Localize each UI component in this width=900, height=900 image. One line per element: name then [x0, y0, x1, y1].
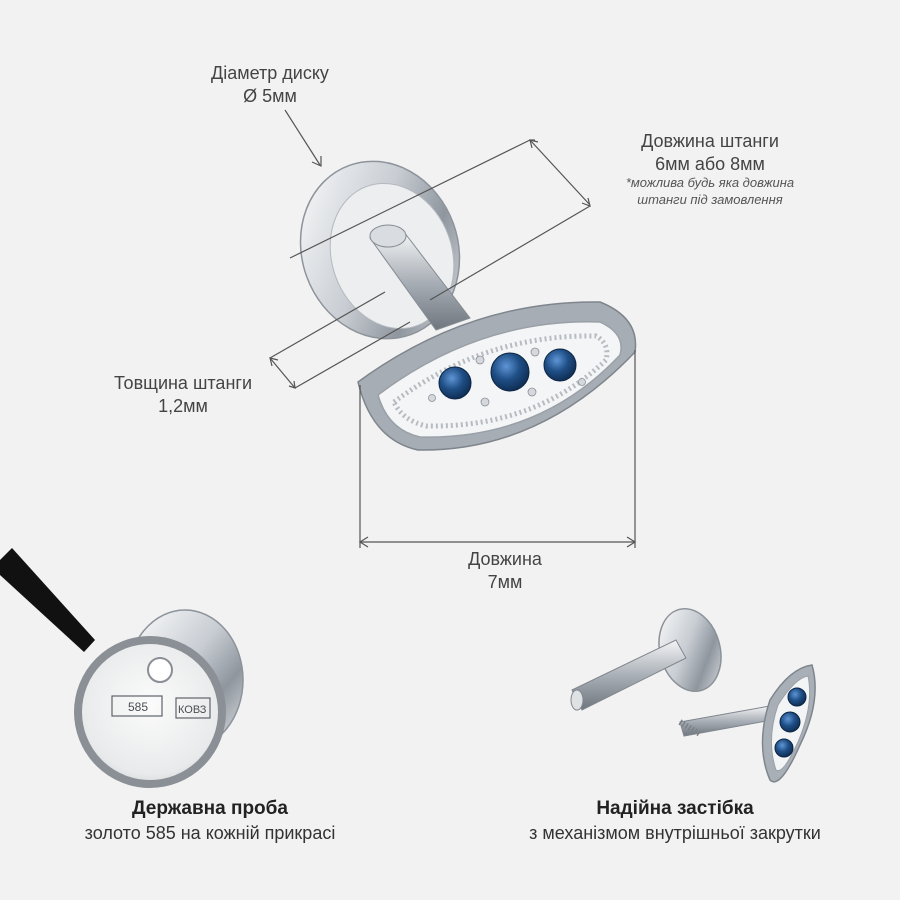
magnifier-illustration: 585 КОВЗ — [0, 548, 244, 788]
clasp-post — [679, 705, 773, 737]
gem-left — [438, 366, 472, 400]
gem-right — [543, 348, 577, 382]
bar-end — [369, 224, 407, 248]
disk-diameter-value: Ø 5мм — [243, 85, 297, 106]
bar-length-note-2: штанги під замовлення — [637, 191, 783, 207]
hallmark-gem — [147, 657, 173, 683]
stamp-box-left — [111, 695, 163, 717]
hallmark-title: Державна проба — [132, 798, 288, 819]
clasp-gem-bottom — [774, 738, 794, 758]
disk-diameter-title: Діаметр диску — [211, 63, 329, 83]
disk-diameter-label: Діаметр диску Ø 5мм — [180, 62, 360, 107]
hallmark-subtitle: золото 585 на кожній прикрасі — [84, 822, 336, 843]
clasp-thread — [678, 719, 702, 737]
clasp-caption: Надійна застібка з механізмом внутрішньо… — [470, 797, 880, 845]
length-value: 7мм — [487, 571, 523, 592]
clasp-gem-top — [787, 687, 807, 707]
stamp-box-right — [175, 697, 211, 719]
bar-thickness-value: 1,2мм — [158, 395, 208, 416]
bar-length-label: Довжина штанги 6мм або 8мм *можлива будь… — [570, 130, 850, 209]
clasp-title: Надійна застібка — [596, 798, 754, 819]
clasp-gem-mid — [779, 711, 801, 733]
stamp-585: 585 — [128, 700, 148, 714]
bar-thickness-title: Товщина штанги — [113, 373, 253, 393]
bar-length-note-1: *можлива будь яка довжина — [625, 175, 795, 190]
hallmark-caption: Державна проба золото 585 на кожній прик… — [20, 797, 400, 845]
bar-length-value: 6мм або 8мм — [655, 153, 765, 174]
stamp-code: КОВЗ — [178, 704, 207, 716]
magnifier-handle — [0, 548, 95, 652]
clasp-bar-end — [570, 689, 584, 711]
length-label: Довжина 7мм — [420, 548, 590, 593]
dimension-lines — [269, 109, 637, 548]
length-title: Довжина — [468, 549, 542, 569]
clasp-illustration — [570, 607, 816, 783]
bar-length-title: Довжина штанги — [641, 131, 779, 151]
clasp-subtitle: з механізмом внутрішньої закрутки — [529, 822, 821, 843]
gem-center — [490, 352, 530, 392]
bar-thickness-label: Товщина штанги 1,2мм — [88, 372, 278, 417]
eye-pave — [390, 333, 610, 429]
magnifier-ring — [74, 636, 226, 788]
